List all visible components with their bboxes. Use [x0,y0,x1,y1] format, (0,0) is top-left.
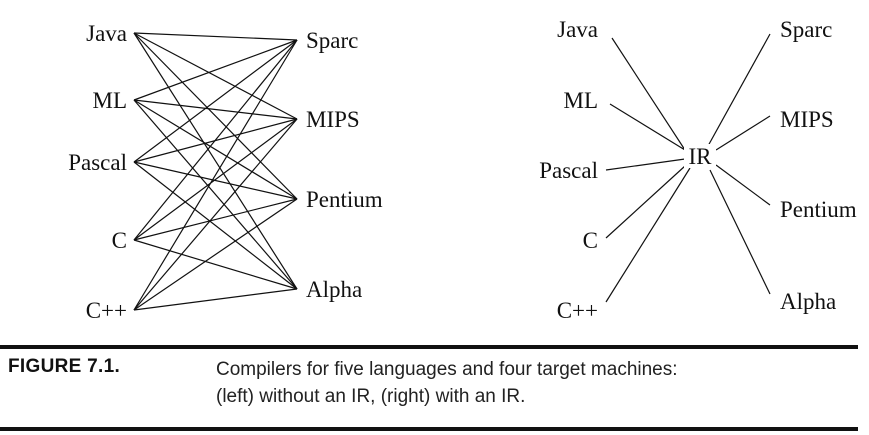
edge-c-to-pentium [133,198,298,241]
edge-ml-to-pentium [133,99,298,200]
right-language-cplusplus: C++ [557,298,598,323]
edge-ml-to-sparc [133,39,298,101]
edge-pascal-to-sparc [133,39,298,163]
edge-ir-to-mips [715,115,771,151]
left-machine-sparc: Sparc [306,28,358,53]
right-language-ml: ML [564,88,599,113]
edge-java-to-sparc [133,32,298,41]
edge-cplusplus-to-sparc [133,39,298,311]
edge-c-to-mips [133,118,298,241]
caption-top-rule [0,345,858,349]
edge-ir-to-alpha [709,169,771,295]
edge-cplusplus-to-alpha [133,288,298,311]
left-diagram-edges [133,32,298,311]
edge-ml-to-alpha [133,99,298,290]
caption-line-2: (left) without an IR, (right) with an IR… [216,386,526,407]
ir-hub-background [684,144,716,168]
right-machine-alpha: Alpha [780,289,836,314]
caption-line-1: Compilers for five languages and four ta… [216,359,678,380]
left-language-c: C [112,228,127,253]
figure-caption-text: Compilers for five languages and four ta… [216,356,836,410]
edge-cplusplus-to-mips [133,118,298,311]
left-language-cplusplus: C++ [86,298,127,323]
left-machine-pentium: Pentium [306,187,383,212]
edge-pascal-to-pentium [133,161,298,200]
left-language-pascal: Pascal [68,150,127,175]
right-machine-mips: MIPS [780,107,834,132]
edge-ml-to-ir [609,103,686,151]
right-diagram-edges [605,33,771,303]
caption-bottom-rule [0,427,858,431]
edge-ml-to-mips [133,99,298,120]
right-language-java: Java [557,17,598,42]
left-language-ml: ML [93,88,128,113]
figure-caption-label: FIGURE 7.1. [8,356,121,377]
right-language-c: C [583,228,598,253]
edge-java-to-ir [611,37,686,151]
edge-pascal-to-alpha [133,161,298,290]
left-machine-mips: MIPS [306,107,360,132]
edge-c-to-ir [605,165,686,239]
edge-c-to-sparc [133,39,298,241]
left-language-java: Java [86,21,127,46]
edge-java-to-mips [133,32,298,120]
edge-ir-to-sparc [707,33,771,147]
edge-pascal-to-ir [605,158,686,171]
edge-cplusplus-to-pentium [133,198,298,311]
edge-java-to-alpha [133,32,298,290]
edge-ir-to-pentium [715,164,771,206]
right-language-pascal: Pascal [539,158,598,183]
right-machine-sparc: Sparc [780,17,832,42]
edge-c-to-alpha [133,239,298,290]
edge-cplusplus-to-ir [605,167,691,303]
left-machine-alpha: Alpha [306,277,362,302]
right-machine-pentium: Pentium [780,197,857,222]
ir-hub-label: IR [689,144,713,169]
edge-java-to-pentium [133,32,298,200]
